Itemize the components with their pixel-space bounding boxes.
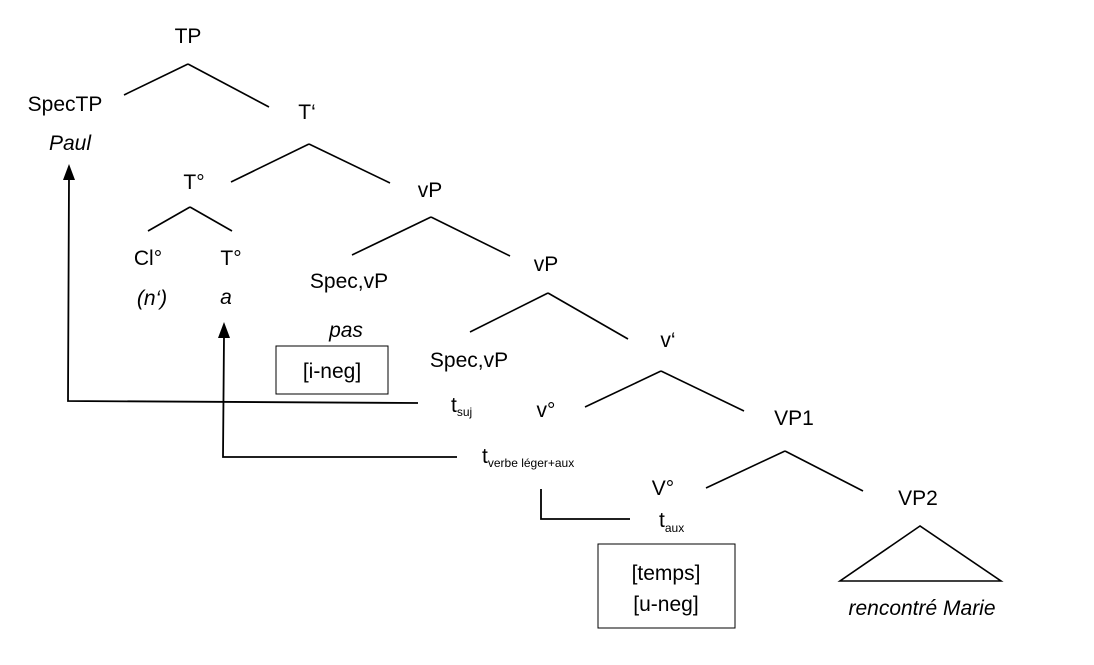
- feature-temps: [temps]: [632, 562, 701, 585]
- label-vp1: VP1: [774, 407, 814, 430]
- tree-edges: [123, 63, 1004, 582]
- edge-vbar-vhead: [584, 370, 662, 408]
- edge-vp-vp: [430, 216, 511, 257]
- label-cl: Cl°: [134, 247, 162, 270]
- node-labels: TP SpecTP Paul T‘ T° Cl° (n‘) T° a vP Sp…: [28, 25, 996, 620]
- subject-movement-line: [67, 177, 419, 404]
- label-vp2: VP2: [898, 487, 938, 510]
- label-spectp: SpecTP: [28, 93, 103, 116]
- verb-arrowhead: [218, 322, 230, 338]
- trace-aux: taux: [659, 509, 684, 535]
- edge-vp-vbar: [547, 292, 629, 340]
- label-t-low: T°: [220, 247, 241, 270]
- verb-movement-line: [222, 335, 457, 458]
- edge-thead-cl: [147, 206, 191, 232]
- movement-arrows: [63, 164, 630, 520]
- edge-tp-spectp: [123, 63, 189, 96]
- trace-light-verb: tverbe léger+aux: [482, 445, 574, 470]
- word-ne: (n‘): [137, 287, 167, 310]
- edge-vp1-vhead: [705, 450, 786, 489]
- edge-tbar-vp: [308, 143, 391, 184]
- vp2-content: rencontré Marie: [848, 597, 995, 620]
- label-tbar: T‘: [298, 101, 316, 124]
- label-thead: T°: [183, 171, 204, 194]
- traces: tsuj tverbe léger+aux taux: [451, 394, 684, 535]
- edge-tp-tbar: [187, 63, 270, 108]
- label-vhead: v°: [537, 399, 556, 422]
- edge-vp-specvp-inner: [469, 292, 549, 333]
- label-vp-top: vP: [418, 179, 443, 202]
- edge-vp1-vp2: [784, 450, 864, 492]
- label-vbar: v‘: [660, 329, 675, 352]
- label-tp: TP: [175, 25, 202, 48]
- label-vhead-lower: V°: [652, 477, 674, 500]
- ineg-feature: [i-neg]: [303, 360, 361, 383]
- label-specvp-outer: Spec,vP: [310, 270, 388, 293]
- vp2-triangle: [837, 525, 1004, 582]
- edge-tbar-thead: [230, 143, 310, 183]
- edge-vp-specvp: [351, 216, 432, 256]
- ineg-box: [275, 345, 389, 395]
- label-vp-mid: vP: [534, 253, 559, 276]
- word-pas: pas: [328, 319, 363, 342]
- aux-link-line: [540, 489, 630, 520]
- word-paul: Paul: [49, 132, 92, 155]
- edge-vbar-vp1: [660, 370, 745, 412]
- feature-uneg: [u-neg]: [633, 593, 698, 616]
- feature-box: [597, 543, 736, 629]
- edge-thead-t: [189, 206, 233, 232]
- trace-subject: tsuj: [451, 394, 472, 419]
- word-a: a: [220, 286, 232, 309]
- label-specvp-inner: Spec,vP: [430, 349, 508, 372]
- subject-arrowhead: [63, 164, 75, 180]
